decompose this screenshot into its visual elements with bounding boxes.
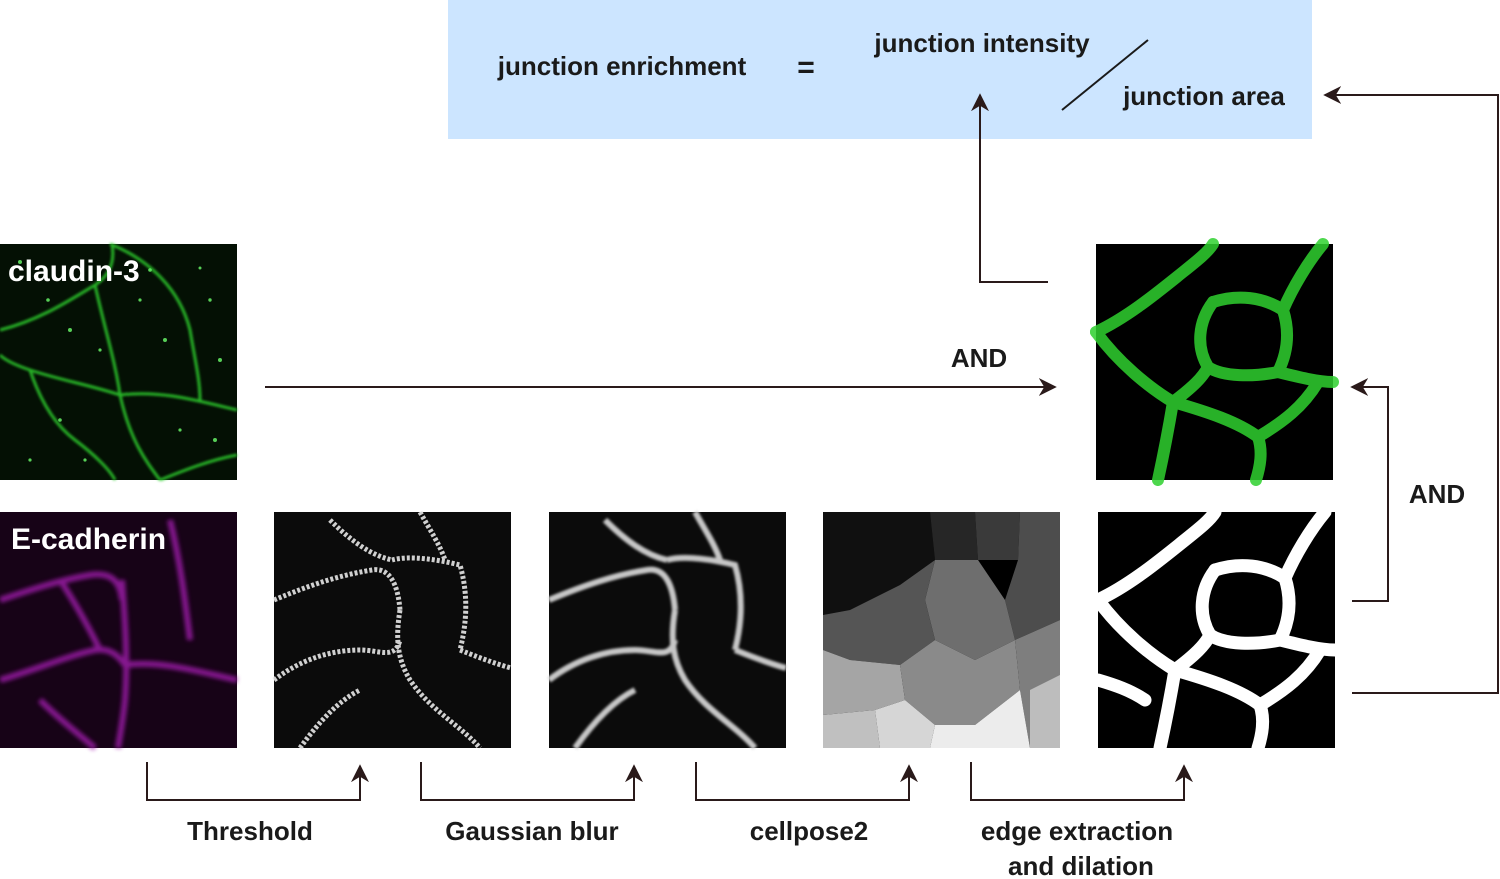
- threshold-panel: [272, 510, 512, 750]
- blur-panel: [547, 510, 787, 750]
- cellpose-step-arrow: [695, 762, 918, 801]
- and-label-vertical: AND: [1409, 479, 1465, 509]
- blur-step-arrow: [420, 762, 643, 801]
- formula-background: [448, 0, 1312, 139]
- result-to-formula-arrow: [971, 93, 1048, 283]
- claudin-speckles: [18, 260, 222, 462]
- formula-numerator: junction intensity: [873, 28, 1090, 58]
- cellpose-panel: [823, 512, 1060, 748]
- junction-result-panel: [1090, 238, 1339, 486]
- edge-mask-panel: [1091, 505, 1342, 755]
- step-threshold-label: Threshold: [187, 816, 313, 846]
- step-cellpose-label: cellpose2: [750, 816, 869, 846]
- formula-equals: =: [797, 51, 815, 84]
- step-edge-label-line2: and dilation: [1008, 851, 1154, 879]
- ecadherin-label: E-cadherin: [11, 523, 166, 556]
- threshold-step-arrow: [146, 762, 369, 801]
- step-edge-label-line1: edge extraction: [981, 816, 1173, 846]
- formula-lhs: junction enrichment: [497, 51, 747, 81]
- step-blur-label: Gaussian blur: [445, 816, 618, 846]
- mask-to-formula-arrow: [1323, 86, 1499, 694]
- edge-step-arrow: [970, 762, 1193, 801]
- formula-denominator: junction area: [1122, 81, 1285, 111]
- claudin-label: claudin-3: [8, 255, 140, 288]
- and-label-horizontal: AND: [951, 343, 1007, 373]
- connectors: [146, 86, 1499, 801]
- ecadherin-panel: E-cadherin: [0, 512, 238, 751]
- claudin-panel: claudin-3: [0, 242, 238, 482]
- mask-to-result-arrow: [1350, 378, 1389, 602]
- formula-fraction-slash: [1061, 39, 1149, 111]
- formula-box: junction enrichment = junction intensity…: [448, 0, 1312, 139]
